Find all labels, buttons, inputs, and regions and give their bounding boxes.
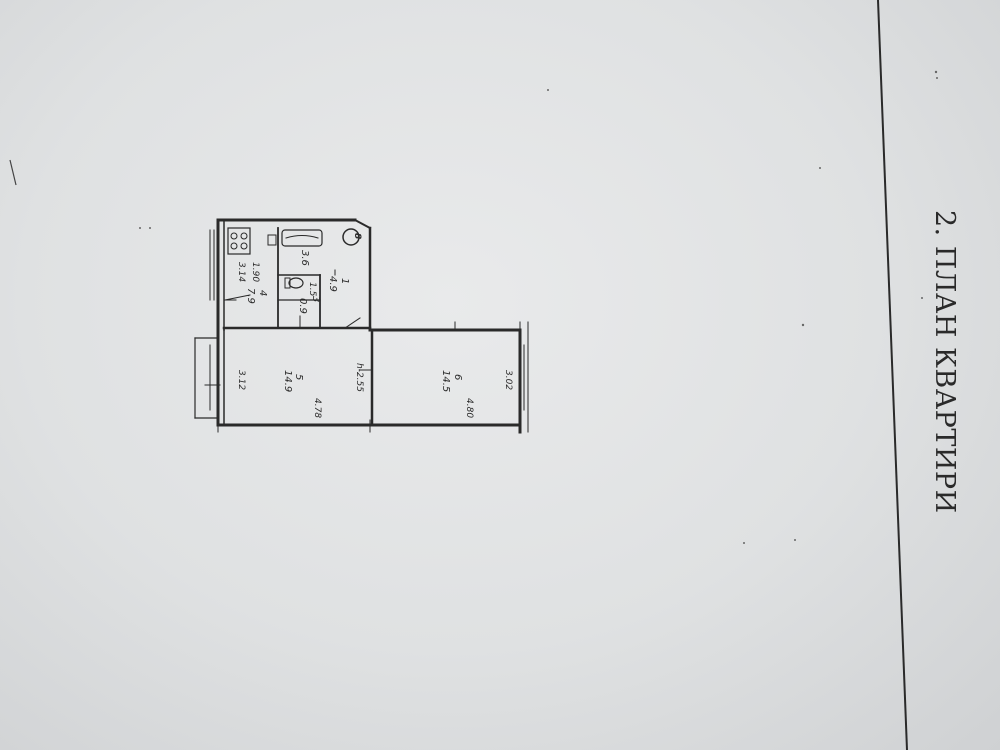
- dimension-label: 1.90: [250, 262, 260, 282]
- room-area: 14.5: [440, 370, 451, 392]
- dimension-label: 3.14: [236, 262, 246, 282]
- ceiling-height-label: h-2.55: [354, 363, 364, 392]
- room-area: 4.9: [327, 276, 338, 292]
- room-number: 6: [452, 374, 463, 380]
- dimension-label: 1.5: [307, 282, 317, 297]
- room-area: 0.9: [297, 298, 308, 314]
- room-area: 14.9: [282, 370, 293, 392]
- dimension-label: 3.02: [503, 370, 513, 390]
- room-number: 5: [293, 374, 304, 380]
- room-number: 1: [339, 278, 350, 284]
- room-number: 4: [257, 290, 268, 296]
- dimension-label: 4.78: [312, 398, 322, 418]
- room-area: 7.9: [245, 288, 256, 304]
- dimension-label: 4.80: [464, 398, 474, 418]
- marker-label: 8: [352, 233, 362, 239]
- room-area: 3.6: [299, 250, 310, 266]
- room-number: 3: [310, 296, 321, 302]
- dimension-label: 3.12: [236, 370, 246, 390]
